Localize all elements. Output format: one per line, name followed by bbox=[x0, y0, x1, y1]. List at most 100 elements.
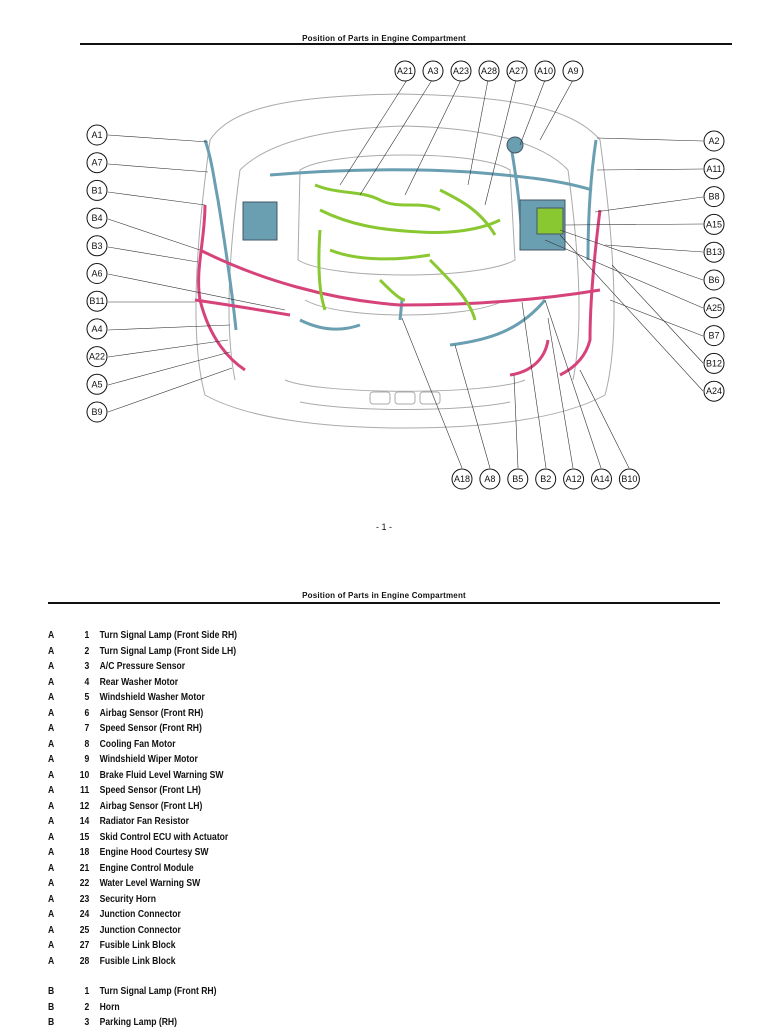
part-group: A bbox=[48, 676, 55, 688]
callout-a24: A24 bbox=[703, 380, 725, 402]
callout-text: B10 bbox=[621, 474, 637, 484]
callout-a7: A7 bbox=[86, 152, 108, 174]
callout-a6: A6 bbox=[86, 263, 108, 284]
callout-b8: B8 bbox=[703, 186, 725, 208]
callout-text: A27 bbox=[509, 66, 525, 76]
callout-text: B6 bbox=[708, 275, 719, 285]
part-number: 12 bbox=[79, 800, 90, 812]
part-name: Turn Signal Lamp (Front RH) bbox=[99, 986, 217, 997]
callout-text: A6 bbox=[91, 269, 102, 279]
callout-a10: A10 bbox=[534, 60, 556, 82]
parts-list-title: Position of Parts in Engine Compartment bbox=[302, 591, 466, 600]
callout-text: A23 bbox=[453, 66, 469, 76]
part-group: A bbox=[48, 769, 55, 781]
callout-text: A21 bbox=[397, 66, 413, 76]
part-name: Horn bbox=[99, 1001, 120, 1013]
part-number: 23 bbox=[79, 893, 90, 905]
part-number: 7 bbox=[84, 723, 90, 734]
part-group: A bbox=[48, 831, 55, 843]
part-number: 2 bbox=[84, 1001, 90, 1013]
component-blocks bbox=[242, 136, 566, 251]
callout-b11: B11 bbox=[86, 290, 108, 312]
callout-text: A28 bbox=[481, 66, 497, 76]
callout-a25: A25 bbox=[703, 297, 725, 319]
callout-text: A22 bbox=[89, 352, 105, 362]
callout-b4: B4 bbox=[86, 207, 108, 229]
part-number: 1 bbox=[84, 630, 90, 641]
part-number: 28 bbox=[79, 955, 90, 967]
callout-a2: A2 bbox=[703, 130, 725, 152]
callout-text: A18 bbox=[454, 474, 470, 484]
diagram-page-title: Position of Parts in Engine Compartment bbox=[302, 34, 466, 43]
callout-text: A4 bbox=[91, 324, 102, 334]
part-group: A bbox=[48, 738, 55, 750]
callout-b13: B13 bbox=[703, 241, 725, 263]
part-group: B bbox=[48, 986, 55, 997]
part-number: 6 bbox=[84, 707, 90, 719]
parts-list-rule bbox=[48, 602, 720, 604]
vehicle-outline bbox=[195, 93, 615, 429]
callout-text: A8 bbox=[484, 474, 495, 484]
part-group: A bbox=[48, 955, 55, 967]
part-name: Turn Signal Lamp (Front Side LH) bbox=[99, 645, 237, 657]
part-number: 3 bbox=[84, 661, 90, 672]
callout-text: B7 bbox=[708, 331, 719, 341]
part-group: A bbox=[48, 816, 55, 827]
part-number: 1 bbox=[84, 986, 90, 997]
part-number: 25 bbox=[79, 924, 90, 936]
part-number: 11 bbox=[80, 785, 90, 796]
part-row: B 1 Turn Signal Lamp (Front RH) bbox=[48, 984, 650, 1000]
callout-b9: B9 bbox=[86, 401, 108, 423]
callout-text: A14 bbox=[593, 474, 609, 484]
part-row: A 11 Speed Sensor (Front LH) bbox=[48, 783, 650, 799]
top-rule bbox=[80, 43, 732, 45]
callout-b7: B7 bbox=[703, 325, 725, 347]
callout-text: B8 bbox=[708, 192, 719, 202]
group-spacer bbox=[48, 969, 748, 984]
part-group: A bbox=[48, 707, 55, 719]
part-group: A bbox=[48, 924, 55, 936]
callout-b6: B6 bbox=[703, 269, 725, 291]
callout-text: B4 bbox=[91, 213, 102, 223]
part-name: Speed Sensor (Front LH) bbox=[99, 785, 201, 796]
callout-a27: A27 bbox=[506, 60, 528, 82]
part-group: A bbox=[48, 800, 55, 812]
part-number: 8 bbox=[84, 738, 90, 750]
part-group: A bbox=[48, 692, 55, 703]
callout-b10: B10 bbox=[618, 468, 640, 490]
part-name: Engine Hood Courtesy SW bbox=[99, 847, 209, 858]
harness-pink bbox=[194, 204, 602, 377]
callout-a12: A12 bbox=[563, 468, 585, 490]
callout-b3: B3 bbox=[86, 235, 108, 257]
callout-text: A10 bbox=[537, 66, 553, 76]
callout-a1: A1 bbox=[86, 124, 108, 146]
callout-a22: A22 bbox=[86, 346, 108, 368]
callout-text: B3 bbox=[91, 241, 102, 251]
part-name: Turn Signal Lamp (Front Side RH) bbox=[99, 630, 238, 641]
callout-a8: A8 bbox=[479, 468, 501, 490]
callout-text: A9 bbox=[567, 66, 578, 76]
part-group: A bbox=[48, 630, 55, 641]
part-group: A bbox=[48, 785, 55, 796]
callout-text: B1 bbox=[91, 185, 102, 195]
part-number: 24 bbox=[79, 909, 90, 920]
part-name: A/C Pressure Sensor bbox=[99, 661, 186, 672]
leader-lines bbox=[107, 79, 704, 469]
harness-green bbox=[314, 183, 501, 321]
